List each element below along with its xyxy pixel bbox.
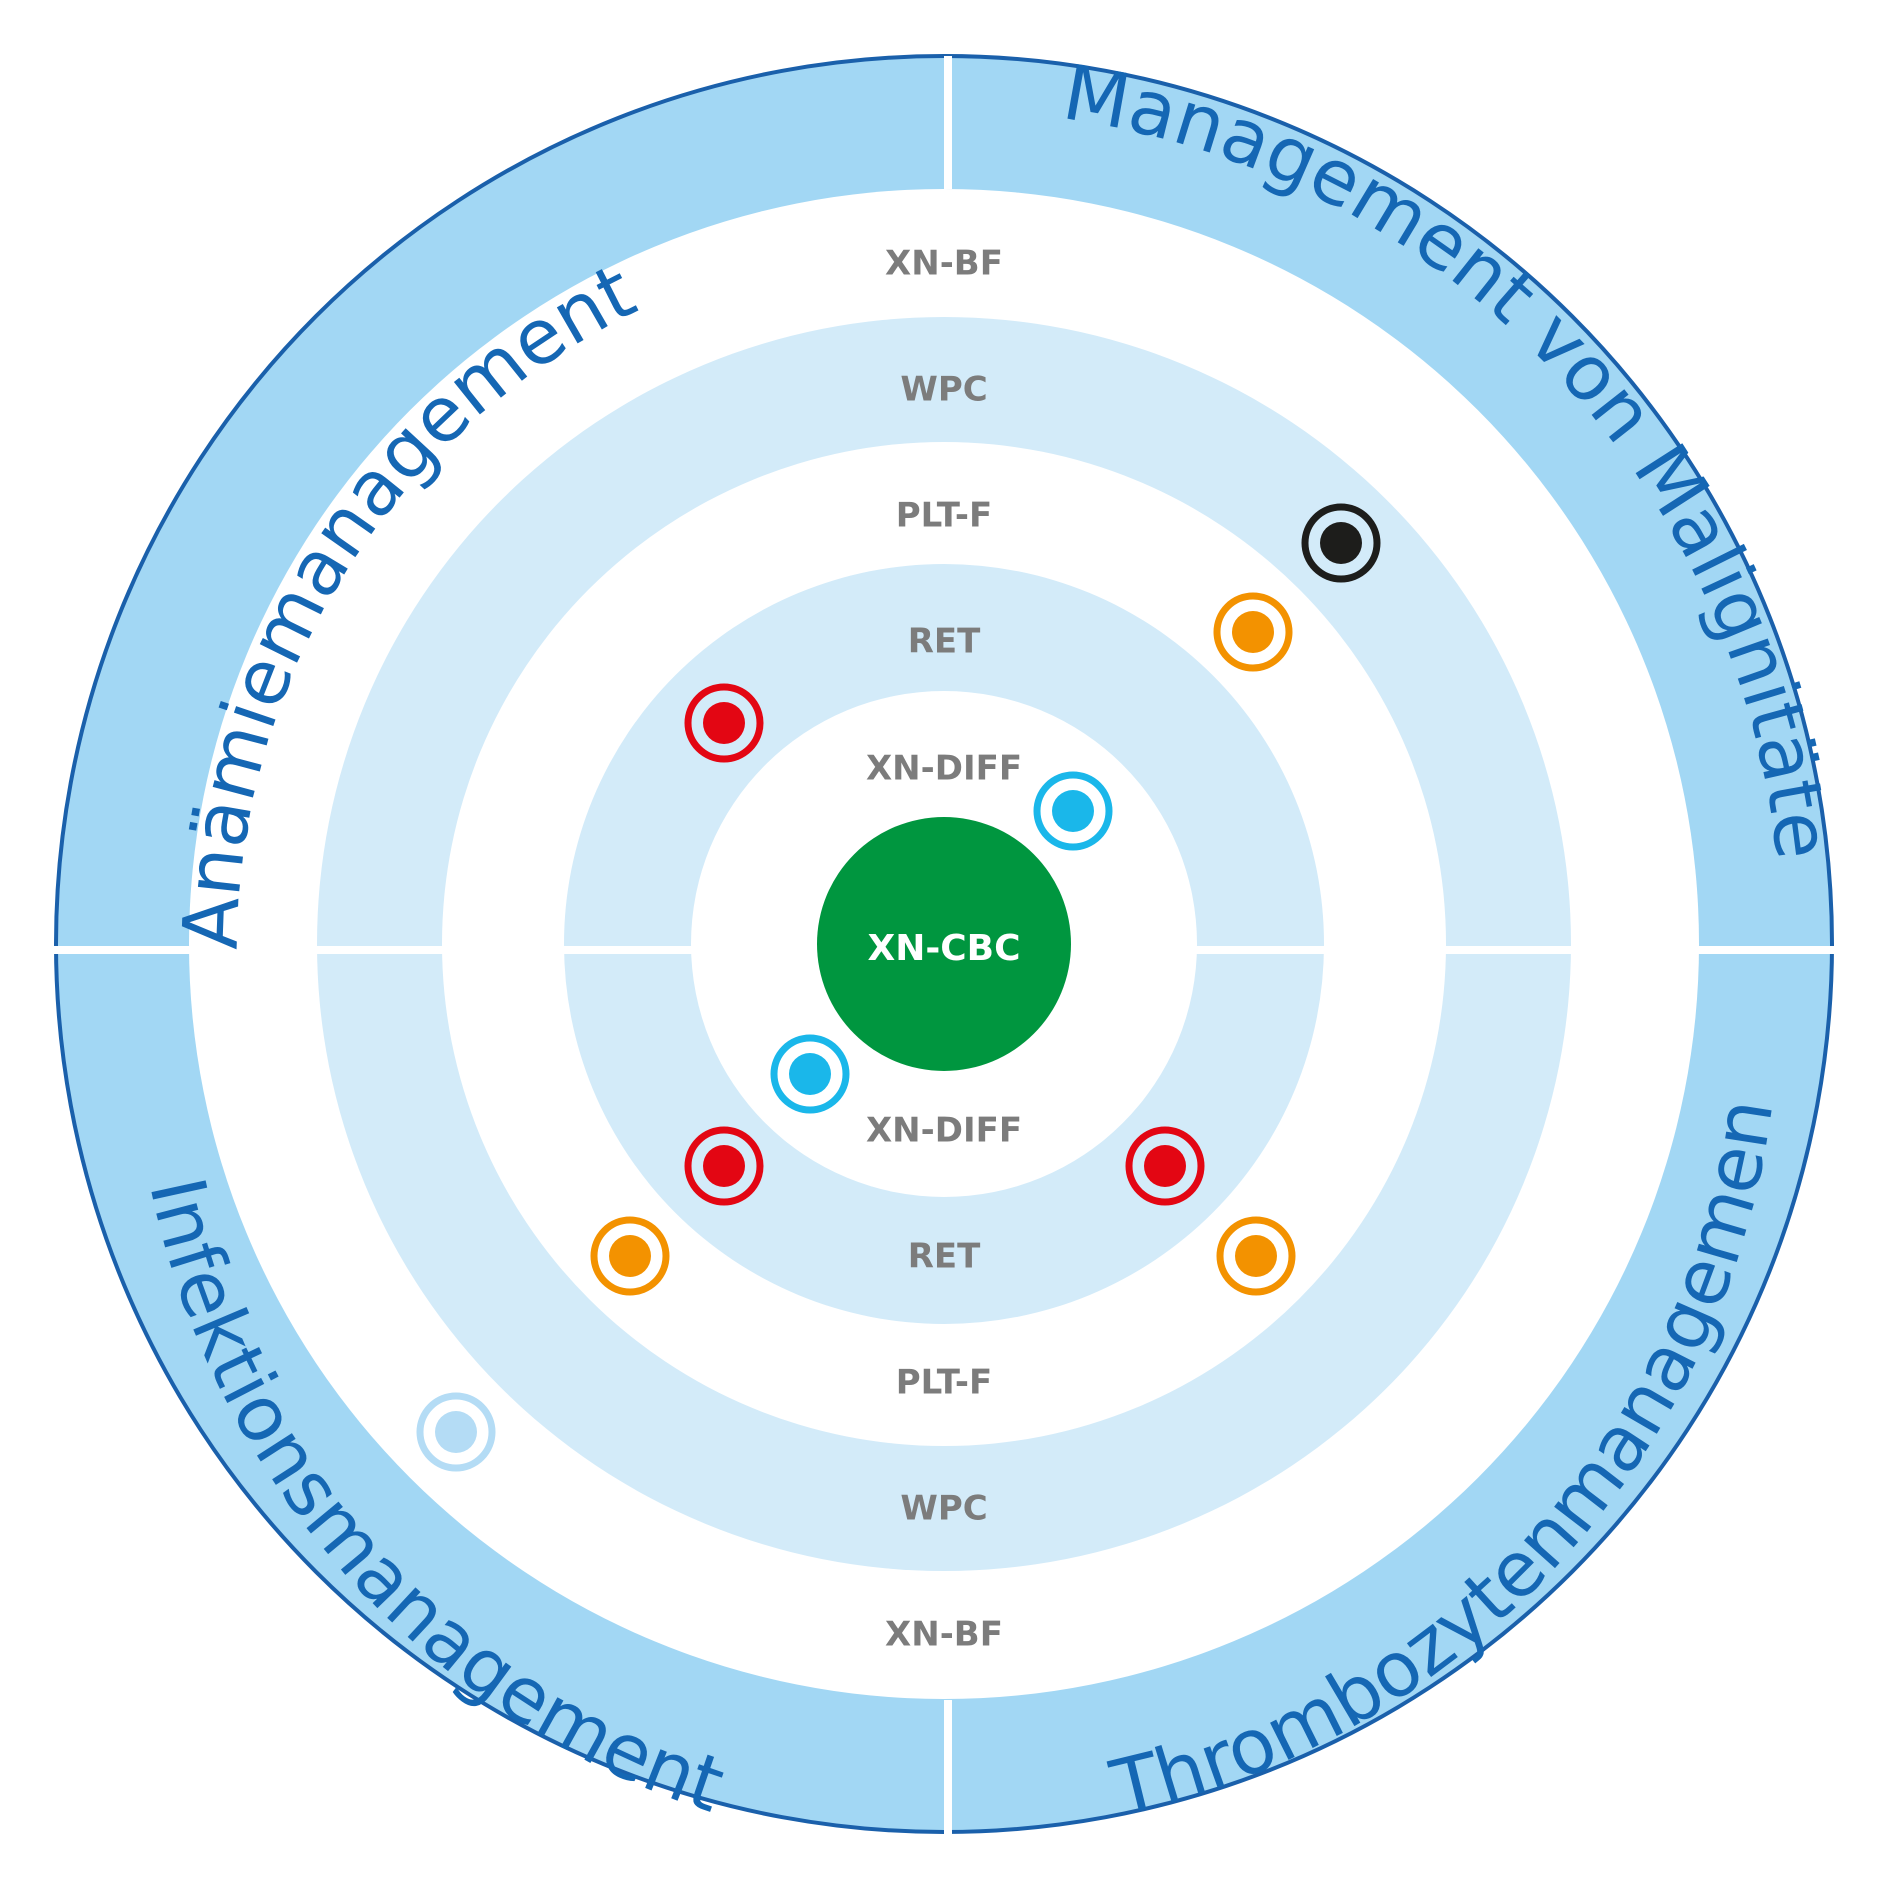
marker-black bbox=[1301, 503, 1381, 583]
center-label: XN-CBC bbox=[867, 928, 1020, 969]
ring-label-top-wpc: WPC bbox=[900, 370, 987, 410]
marker-cyan bbox=[770, 1034, 850, 1114]
ring-label-top-ret: RET bbox=[908, 622, 981, 662]
ring-label-bottom-ret: RET bbox=[908, 1237, 981, 1277]
marker-orange bbox=[1213, 592, 1293, 672]
marker-red bbox=[684, 683, 764, 763]
ring-label-bottom-xn-diff: XN-DIFF bbox=[866, 1111, 1022, 1151]
ring-label-bottom-plt-f: PLT-F bbox=[896, 1363, 993, 1403]
marker-light-blue bbox=[416, 1392, 496, 1472]
markers bbox=[416, 503, 1381, 1472]
ring-label-bottom-wpc: WPC bbox=[900, 1489, 987, 1529]
ring-label-top-plt-f: PLT-F bbox=[896, 496, 993, 536]
marker-red bbox=[1125, 1126, 1205, 1206]
marker-orange bbox=[590, 1216, 670, 1296]
center-circle bbox=[817, 817, 1071, 1071]
ring-label-top-xn-bf: XN-BF bbox=[885, 244, 1003, 284]
marker-orange bbox=[1216, 1216, 1296, 1296]
marker-cyan bbox=[1033, 771, 1113, 851]
marker-red bbox=[684, 1126, 764, 1206]
ring-label-bottom-xn-bf: XN-BF bbox=[885, 1615, 1003, 1655]
ring-label-top-xn-diff: XN-DIFF bbox=[866, 749, 1022, 789]
